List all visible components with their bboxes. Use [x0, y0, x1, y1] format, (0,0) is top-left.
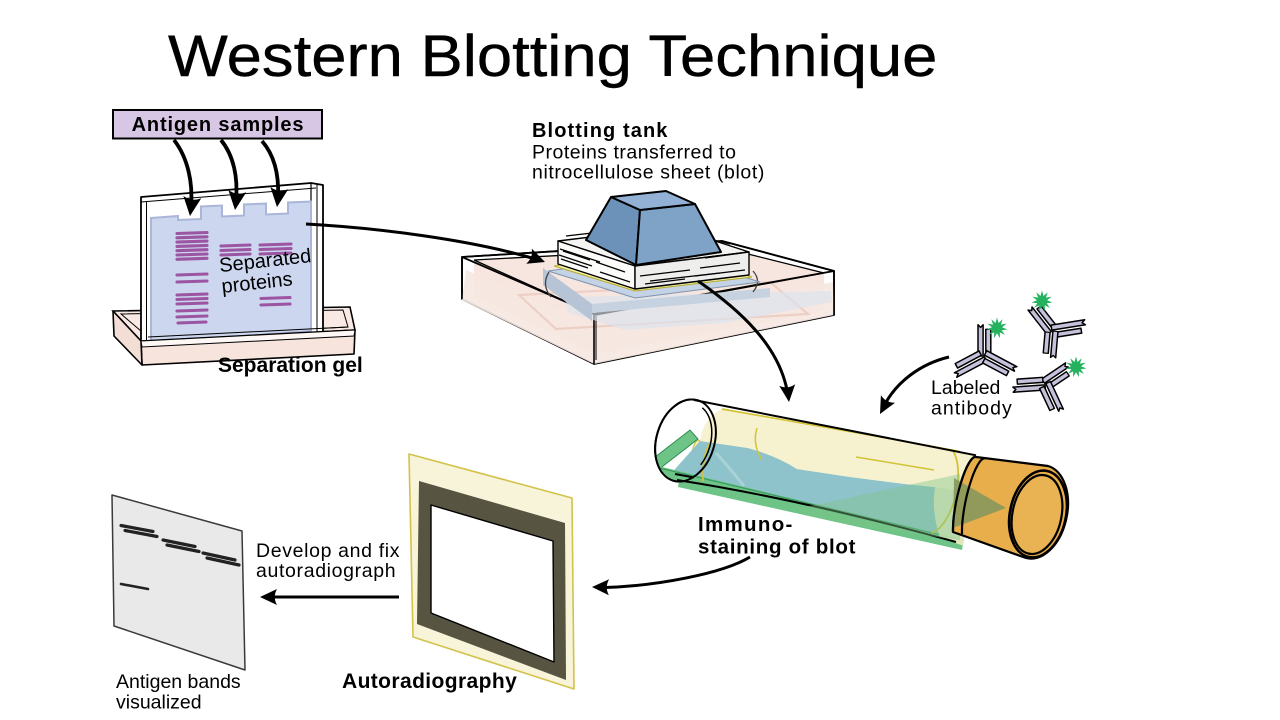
- svg-text:Separation gel: Separation gel: [218, 354, 363, 377]
- svg-text:Proteins transferred to: Proteins transferred to: [532, 142, 736, 164]
- svg-text:staining of blot: staining of blot: [698, 536, 856, 559]
- svg-text:Blotting tank: Blotting tank: [532, 120, 669, 142]
- svg-text:Western Blotting Technique: Western Blotting Technique: [168, 23, 937, 88]
- svg-text:Autoradiography: Autoradiography: [342, 670, 517, 693]
- svg-text:autoradiograph: autoradiograph: [256, 560, 396, 582]
- svg-text:Immuno-: Immuno-: [698, 513, 794, 536]
- svg-text:Labeled: Labeled: [931, 377, 1000, 399]
- svg-text:nitrocellulose sheet (blot): nitrocellulose sheet (blot): [532, 162, 765, 184]
- svg-text:antibody: antibody: [931, 398, 1013, 420]
- svg-text:Antigen bands: Antigen bands: [116, 671, 241, 693]
- svg-text:Antigen samples: Antigen samples: [132, 114, 305, 136]
- svg-text:visualized: visualized: [116, 692, 202, 714]
- svg-text:Develop and fix: Develop and fix: [256, 540, 400, 562]
